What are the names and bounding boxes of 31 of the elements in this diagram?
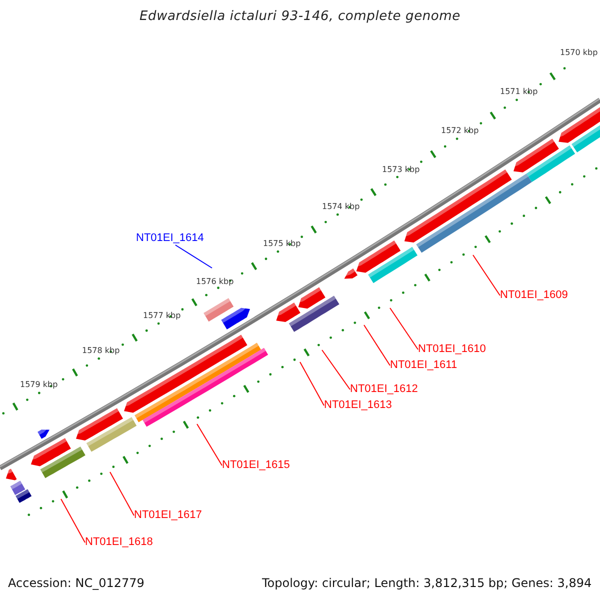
gene-label: NT01EI_1611 xyxy=(390,359,458,372)
position-label: 1574 kbp xyxy=(322,202,360,212)
leader-line xyxy=(364,324,390,366)
position-label: 1577 kbp xyxy=(143,311,181,321)
gene-label: NT01EI_1617 xyxy=(134,509,202,522)
position-label: 1571 kbp xyxy=(500,87,538,97)
chart-title: Edwardsiella ictaluri 93-146, complete genome xyxy=(138,9,462,24)
leader-line xyxy=(390,308,418,350)
position-label: 1578 kbp xyxy=(82,346,120,356)
leader-line xyxy=(472,254,500,296)
gene-label: NT01EI_1609 xyxy=(500,289,568,302)
gene-label: NT01EI_1610 xyxy=(418,343,486,356)
footer-text: Accession: NC_012779 xyxy=(8,576,144,590)
leader-line xyxy=(300,362,324,406)
position-label: 1575 kbp xyxy=(263,239,301,249)
leader-line xyxy=(322,350,350,390)
position-label: 1573 kbp xyxy=(382,165,420,175)
gene-label: NT01EI_1613 xyxy=(324,399,392,412)
leader-line xyxy=(174,244,212,268)
gene-label: NT01EI_1614 xyxy=(136,232,204,245)
footer-text: Topology: circular; Length: 3,812,315 bp; Genes: 3,894 xyxy=(262,576,592,590)
leader-line xyxy=(110,472,134,516)
gene-label: NT01EI_1618 xyxy=(85,536,153,549)
gene-label: NT01EI_1612 xyxy=(350,383,418,396)
leader-line xyxy=(196,424,222,466)
position-label: 1572 kbp xyxy=(441,126,479,136)
position-label: 1576 kbp xyxy=(196,277,234,287)
leader-line xyxy=(60,498,86,543)
position-label: 1570 kbp xyxy=(560,48,598,58)
gene-label: NT01EI_1615 xyxy=(222,459,290,472)
position-label: 1579 kbp xyxy=(20,380,58,390)
